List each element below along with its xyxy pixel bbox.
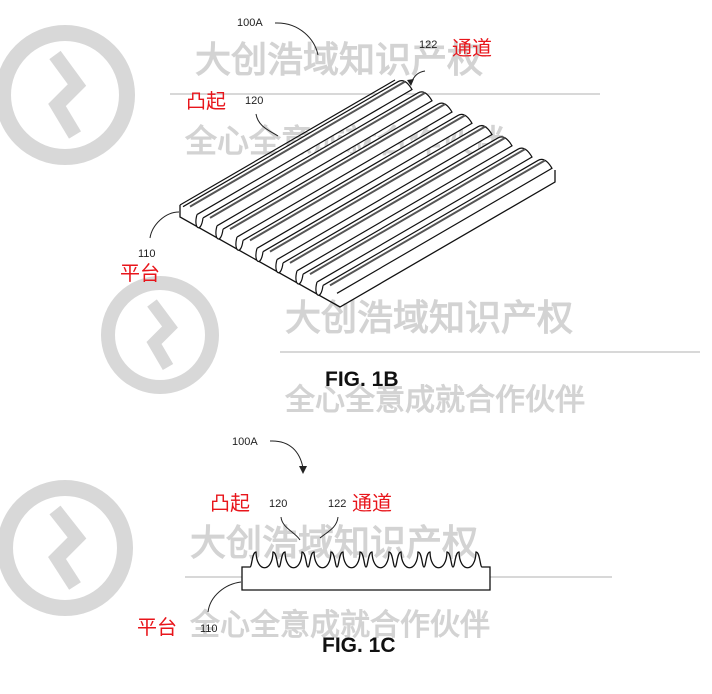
fig1c-label-bump: 凸起: [210, 491, 250, 515]
fig1c-leader-110: [207, 581, 242, 613]
watermark-group-2: 大创浩域知识产权 全心全意成就合作伙伴: [101, 276, 700, 418]
ridge-highlight: [329, 159, 546, 287]
fig1b-leader-110: [149, 211, 180, 239]
channel-profile: [295, 270, 304, 285]
platform-back-edge: [179, 79, 396, 206]
ridge-highlight: [289, 137, 506, 264]
watermark-line2: 全心全意成就合作伙伴: [189, 608, 490, 643]
fig1c-ref-122: 122: [328, 498, 346, 510]
ridge-highlight: [209, 92, 426, 219]
fig1b-leader-100a: [274, 22, 319, 56]
arrowhead-icon: [407, 79, 414, 86]
watermark-logo-icon: [0, 480, 133, 616]
channel-profile: [215, 225, 224, 240]
fig1c-leader-100a: [269, 440, 304, 469]
fig1c-label-channel: 通道: [352, 491, 392, 515]
watermark-line2: 全心全意成就合作伙伴: [284, 383, 585, 418]
ridge-highlight: [189, 80, 406, 208]
fig1b-leader-120: [255, 113, 279, 137]
fig1b-label-bump: 凸起: [186, 89, 226, 113]
channel-profile: [235, 236, 244, 251]
platform-with-bumps: [241, 551, 491, 591]
ridge-highlight: [269, 125, 486, 253]
arrowhead-icon: [299, 466, 307, 474]
channel-profile: [195, 214, 204, 229]
fig1c-cross-section: [241, 551, 491, 591]
ridge-highlight: [309, 148, 526, 275]
fig1b-label-platform: 平台: [120, 261, 160, 285]
fig1c-label-platform: 平台: [137, 615, 177, 639]
watermark-logo-icon: [0, 25, 135, 165]
fig1c-ref-110: 110: [200, 623, 218, 635]
fig1c-ref-120: 120: [269, 498, 287, 510]
watermark-logo-icon: [101, 276, 219, 394]
fig1b-ref-110: 110: [138, 248, 156, 260]
ridge-highlight: [229, 103, 446, 230]
fig1b-caption: FIG. 1B: [325, 368, 399, 391]
fig1b-ref-120: 120: [245, 95, 263, 107]
watermark-line1: 大创浩域知识产权: [285, 297, 573, 339]
fig1c-leader-120: [280, 516, 301, 541]
fig1c-caption: FIG. 1C: [322, 634, 396, 657]
fig1b-ref-122: 122: [419, 39, 437, 51]
fig1c-ref-100a: 100A: [232, 436, 258, 448]
platform-edge: [179, 170, 556, 308]
watermark-line1: 大创浩域知识产权: [195, 39, 483, 81]
ridge-highlight: [249, 114, 466, 242]
fig1c-leader-122: [319, 516, 339, 539]
fig1b-grooved-platform: [179, 79, 556, 308]
fig1b-label-channel: 通道: [452, 36, 492, 60]
fig1b-ref-100a: 100A: [237, 17, 263, 29]
channel-profile: [315, 281, 324, 296]
channel-profile: [275, 259, 284, 274]
channel-profile: [255, 248, 264, 262]
